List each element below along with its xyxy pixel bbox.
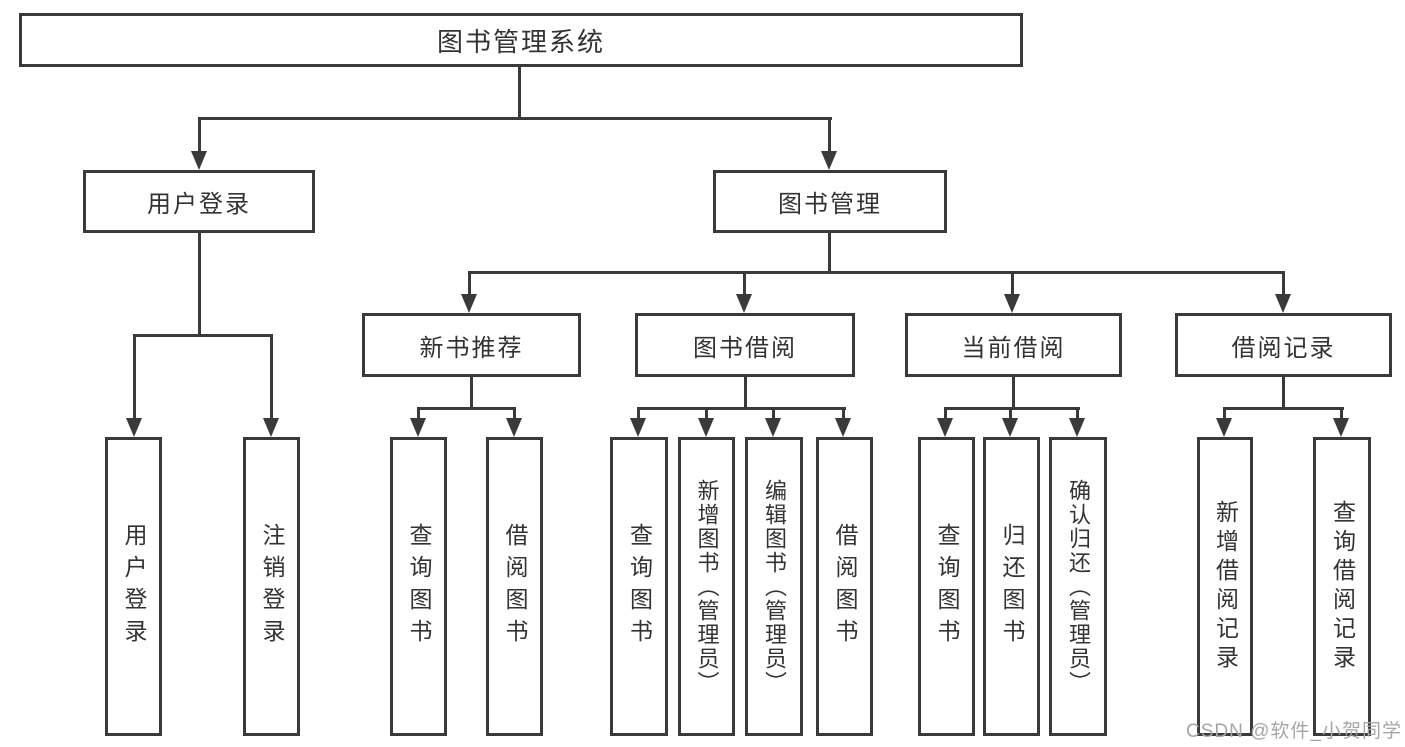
arrow-down-icon xyxy=(835,418,851,437)
arrow-down-icon xyxy=(410,418,426,437)
leaf-confirm-return-admin: 确认归还（管理员） xyxy=(1049,437,1107,736)
leaf-query-borrow-record: 查询借阅记录 xyxy=(1313,437,1371,736)
arrow-down-icon xyxy=(1333,418,1349,437)
leaf-query-books: 查询图书 xyxy=(610,437,668,736)
leaf-edit-books-admin: 编辑图书（管理员） xyxy=(745,437,803,736)
arrow-down-icon xyxy=(1004,294,1020,313)
arrow-down-icon xyxy=(937,418,953,437)
node-current-borrow: 当前借阅 xyxy=(905,313,1122,377)
arrow-down-icon xyxy=(821,151,837,170)
connector-line xyxy=(772,407,775,421)
arrow-down-icon xyxy=(765,418,781,437)
connector-line xyxy=(469,271,1285,274)
leaf-add-books-admin: 新增图书（管理员） xyxy=(678,437,735,736)
connector-line xyxy=(705,407,708,421)
arrow-down-icon xyxy=(506,418,522,437)
leaf-borrow-books: 借阅图书 xyxy=(486,437,543,736)
connector-line xyxy=(743,271,746,297)
connector-line xyxy=(1224,407,1344,410)
leaf-return-books: 归还图书 xyxy=(983,437,1040,736)
arrow-down-icon xyxy=(1216,418,1232,437)
arrow-down-icon xyxy=(126,418,142,437)
connector-line xyxy=(1012,377,1015,409)
connector-line xyxy=(828,233,831,273)
connector-line xyxy=(1340,407,1343,421)
connector-line xyxy=(417,407,516,410)
node-user-login: 用户登录 xyxy=(83,170,315,233)
connector-line xyxy=(842,407,845,421)
connector-line xyxy=(518,67,521,120)
leaf-query-books: 查询图书 xyxy=(918,437,975,736)
leaf-add-borrow-record: 新增借阅记录 xyxy=(1197,437,1253,736)
connector-line xyxy=(513,407,516,421)
leaf-logout: 注销登录 xyxy=(243,437,300,736)
connector-line xyxy=(944,407,947,421)
connector-line xyxy=(198,117,201,155)
arrow-down-icon xyxy=(461,294,477,313)
connector-line xyxy=(744,377,747,409)
csdn-watermark: CSDN @软件_小贺同学 xyxy=(1186,721,1402,742)
connector-line xyxy=(198,117,832,120)
connector-line xyxy=(1076,407,1079,421)
arrow-down-icon xyxy=(698,418,714,437)
node-book-borrow: 图书借阅 xyxy=(635,313,855,377)
connector-line xyxy=(638,407,846,410)
node-borrow-records: 借阅记录 xyxy=(1175,313,1392,377)
leaf-query-books: 查询图书 xyxy=(390,437,447,736)
arrow-down-icon xyxy=(1002,418,1018,437)
node-new-book-recommend: 新书推荐 xyxy=(362,313,581,377)
connector-line xyxy=(1223,407,1226,421)
connector-line xyxy=(417,407,420,421)
connector-line xyxy=(1011,271,1014,297)
leaf-user-login: 用户登录 xyxy=(105,437,162,736)
node-root: 图书管理系统 xyxy=(19,13,1023,67)
arrow-down-icon xyxy=(1069,418,1085,437)
connector-line xyxy=(1282,271,1285,297)
connector-line xyxy=(1282,377,1285,409)
connector-line xyxy=(1009,407,1012,421)
arrow-down-icon xyxy=(630,418,646,437)
connector-line xyxy=(198,233,201,337)
connector-line xyxy=(133,334,136,422)
connector-line xyxy=(828,117,831,155)
connector-line xyxy=(468,271,471,297)
arrow-down-icon xyxy=(736,294,752,313)
arrow-down-icon xyxy=(263,418,279,437)
connector-line xyxy=(945,407,1080,410)
leaf-borrow-books: 借阅图书 xyxy=(816,437,873,736)
connector-line xyxy=(133,334,273,337)
node-book-management: 图书管理 xyxy=(713,170,947,233)
arrow-down-icon xyxy=(1275,294,1291,313)
connector-line xyxy=(270,334,273,422)
connector-line xyxy=(470,377,473,409)
connector-line xyxy=(637,407,640,421)
arrow-down-icon xyxy=(191,151,207,170)
